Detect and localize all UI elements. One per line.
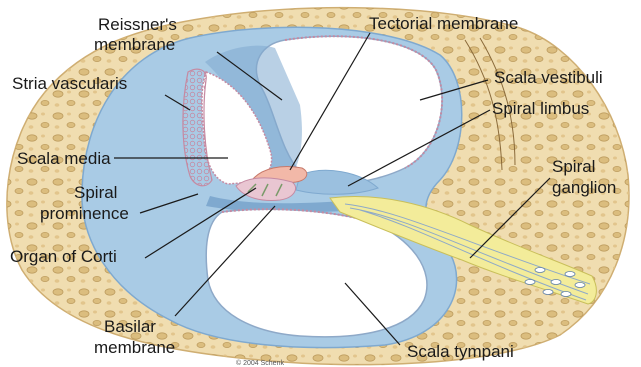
label-reissners-membrane-line2: membrane: [94, 35, 175, 54]
label-tectorial-membrane: Tectorial membrane: [369, 14, 518, 33]
label-spiral-ganglion-line1: Spiral: [552, 157, 595, 176]
label-spiral-prominence-line1: Spiral: [74, 183, 117, 202]
label-organ-of-corti: Organ of Corti: [10, 247, 117, 266]
label-scala-tympani: Scala tympani: [407, 342, 514, 361]
copyright-credit: © 2004 Schenk: [236, 359, 284, 367]
label-reissners-membrane-line1: Reissner's: [98, 15, 177, 34]
label-spiral-limbus: Spiral limbus: [492, 99, 589, 118]
label-spiral-prominence-line2: prominence: [40, 204, 129, 223]
label-scala-media: Scala media: [17, 149, 111, 168]
label-scala-vestibuli: Scala vestibuli: [494, 68, 603, 87]
label-basilar-membrane-line2: membrane: [94, 338, 175, 357]
label-spiral-ganglion-line2: ganglion: [552, 178, 616, 197]
label-basilar-membrane-line1: Basilar: [104, 317, 156, 336]
label-stria-vascularis: Stria vascularis: [12, 74, 127, 93]
